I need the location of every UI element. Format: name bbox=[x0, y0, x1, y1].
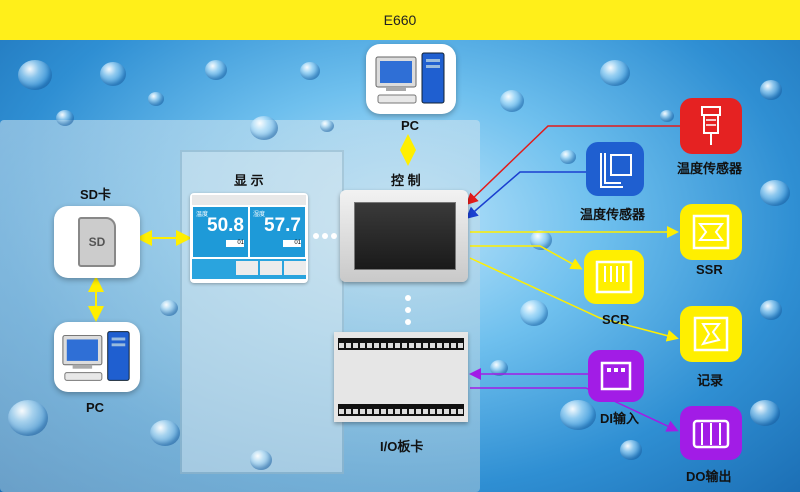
temp-sensor-red-card bbox=[680, 98, 742, 154]
temperature-sensor-icon bbox=[701, 106, 721, 145]
water-drop bbox=[660, 110, 674, 122]
scr-icon bbox=[595, 260, 633, 294]
water-drop bbox=[560, 150, 576, 164]
hmi-screen bbox=[354, 202, 456, 270]
water-drop bbox=[250, 450, 272, 470]
link-do bbox=[470, 387, 679, 432]
water-drop bbox=[18, 60, 52, 90]
dot bbox=[331, 233, 337, 239]
control-label: 控 制 bbox=[391, 173, 421, 188]
sd-card-face-label: SD bbox=[88, 235, 106, 249]
display-label: 显 示 bbox=[234, 173, 264, 188]
link-recorder bbox=[469, 257, 679, 342]
sd-card-card: SD bbox=[54, 206, 140, 278]
pc-top-label: PC bbox=[401, 118, 420, 133]
dot bbox=[405, 319, 411, 325]
water-drop bbox=[300, 62, 320, 80]
water-drop bbox=[150, 420, 180, 446]
temp-sensor-blue-card bbox=[586, 142, 644, 196]
sd-card-label: SD卡 bbox=[80, 187, 112, 202]
pc-left-label: PC bbox=[86, 400, 105, 415]
display-button bbox=[236, 261, 258, 275]
humidity-value: 57.7 bbox=[264, 215, 301, 236]
title-bar: E660 bbox=[0, 0, 800, 40]
water-drop bbox=[760, 300, 782, 320]
di-input-icon bbox=[600, 361, 632, 391]
scr-label: SCR bbox=[602, 312, 630, 327]
dot bbox=[313, 233, 319, 239]
display-button bbox=[260, 261, 282, 275]
water-drop bbox=[620, 440, 642, 460]
water-drop bbox=[750, 400, 780, 426]
temperature-panel: 温度 50.8 01 bbox=[193, 207, 248, 257]
water-drop bbox=[520, 300, 548, 326]
display-screen: 温度 50.8 01 湿度 57.7 01 bbox=[190, 193, 308, 283]
water-drop bbox=[250, 116, 278, 140]
do-output-card bbox=[680, 406, 742, 460]
recorder-label: 记录 bbox=[697, 373, 724, 388]
io-terminal-top bbox=[338, 338, 464, 350]
humidity-tag: 湿度 bbox=[253, 212, 266, 218]
pc-icon bbox=[62, 331, 130, 381]
pc-top-card bbox=[366, 44, 456, 114]
water-drop bbox=[500, 90, 524, 112]
water-drop bbox=[530, 230, 552, 250]
io-terminal-bottom bbox=[338, 404, 464, 416]
water-drop bbox=[760, 180, 790, 206]
water-drop bbox=[205, 60, 227, 80]
recorder-icon bbox=[693, 316, 729, 352]
water-drop bbox=[100, 62, 126, 86]
di-input-card bbox=[588, 350, 644, 402]
display-button bbox=[284, 261, 306, 275]
pc-icon bbox=[375, 52, 445, 104]
dot bbox=[405, 295, 411, 301]
io-board bbox=[334, 332, 468, 422]
sd-card-icon: SD bbox=[78, 217, 116, 267]
temp-sensor-blue-label: 温度传感器 bbox=[580, 207, 646, 222]
display-header bbox=[192, 195, 306, 205]
water-drop bbox=[760, 80, 782, 100]
ssr-label: SSR bbox=[696, 262, 723, 277]
link-scr bbox=[470, 245, 583, 270]
ssr-card bbox=[680, 204, 742, 260]
water-drop bbox=[8, 400, 48, 436]
temp-sensor-red-label: 温度传感器 bbox=[677, 161, 743, 176]
do-output-icon bbox=[692, 419, 730, 449]
link-temp-sensor-blue bbox=[465, 171, 586, 219]
humidity-setting: 01 bbox=[283, 240, 301, 247]
dot bbox=[405, 307, 411, 313]
water-drop bbox=[320, 120, 334, 132]
link-temp-sensor-red bbox=[465, 125, 680, 206]
ssr-icon bbox=[692, 214, 730, 250]
temperature-value: 50.8 bbox=[207, 215, 244, 236]
water-drop bbox=[56, 110, 74, 126]
io-board-label: I/O板卡 bbox=[380, 439, 424, 454]
diagram-title: E660 bbox=[383, 12, 417, 28]
temperature-sensor-icon bbox=[600, 153, 632, 188]
di-input-label: DI输入 bbox=[600, 411, 640, 426]
recorder-card bbox=[680, 306, 742, 362]
temperature-setting: 01 bbox=[226, 240, 244, 247]
do-output-label: DO输出 bbox=[686, 469, 732, 484]
scr-card bbox=[584, 250, 644, 304]
temperature-tag: 温度 bbox=[196, 212, 209, 218]
control-hmi-panel bbox=[340, 190, 468, 282]
water-drop bbox=[560, 400, 596, 430]
humidity-panel: 湿度 57.7 01 bbox=[250, 207, 305, 257]
water-drop bbox=[148, 92, 164, 106]
water-drop bbox=[600, 60, 630, 86]
pc-left-card bbox=[54, 322, 140, 392]
water-drop bbox=[490, 360, 508, 376]
water-drop bbox=[160, 300, 178, 316]
dot bbox=[322, 233, 328, 239]
